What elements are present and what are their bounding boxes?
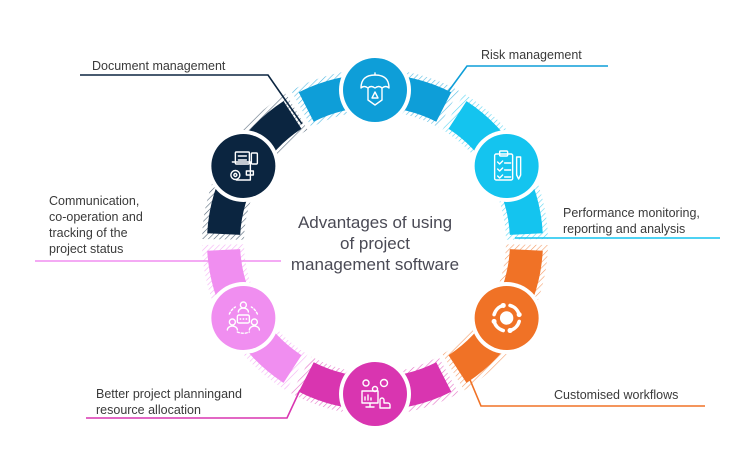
label-communication: Communication, co-operation and tracking…	[49, 193, 143, 257]
label-workflows-line-1: Customised workflows	[554, 388, 679, 402]
center-title-line-2: of project	[340, 234, 410, 253]
leader-line-document	[80, 74, 303, 125]
label-performance-line-1: Performance monitoring,	[563, 206, 700, 220]
label-risk: Risk management	[481, 47, 582, 63]
center-title-line-3: management software	[290, 255, 460, 274]
leader-line-workflows	[467, 374, 705, 407]
label-performance-line-2: reporting and analysis	[563, 222, 686, 236]
node-circle-risk	[343, 58, 407, 122]
node-workflows	[470, 282, 543, 354]
node-planning	[339, 358, 411, 430]
node-circle-communication	[211, 286, 276, 350]
node-risk	[339, 54, 411, 126]
label-planning-line-1: Better project planningand	[96, 387, 242, 401]
team-chat-icon	[226, 301, 261, 334]
documents-gear-icon	[230, 151, 259, 181]
label-planning-line-2: resource allocation	[96, 403, 201, 417]
clipboard-checklist-icon	[493, 150, 522, 181]
umbrella-shield-icon	[360, 72, 390, 106]
label-communication-line-4: project status	[49, 242, 124, 256]
node-document	[207, 130, 280, 202]
circular-arrows-icon	[491, 302, 522, 334]
node-circle-planning	[343, 362, 407, 426]
node-circle-document	[211, 134, 276, 198]
label-document-line-1: Document management	[92, 59, 226, 73]
label-communication-line-1: Communication,	[49, 194, 140, 208]
label-document: Document management	[92, 58, 225, 74]
label-planning: Better project planningand resource allo…	[96, 386, 242, 418]
leader-line-risk	[444, 65, 608, 97]
leader-line-planning	[86, 389, 301, 419]
label-communication-line-2: co-operation and	[49, 210, 143, 224]
label-performance: Performance monitoring, reporting and an…	[563, 205, 700, 237]
label-communication-line-3: tracking of the	[49, 226, 128, 240]
node-communication	[207, 282, 280, 354]
center-title: Advantages of using of project managemen…	[255, 212, 495, 275]
node-circle-performance	[474, 134, 539, 198]
center-title-line-1: Advantages of using	[297, 213, 453, 232]
analytics-gear-icon	[361, 378, 391, 409]
label-risk-line-1: Risk management	[481, 48, 582, 62]
label-workflows: Customised workflows	[554, 387, 678, 403]
node-performance	[470, 130, 543, 202]
